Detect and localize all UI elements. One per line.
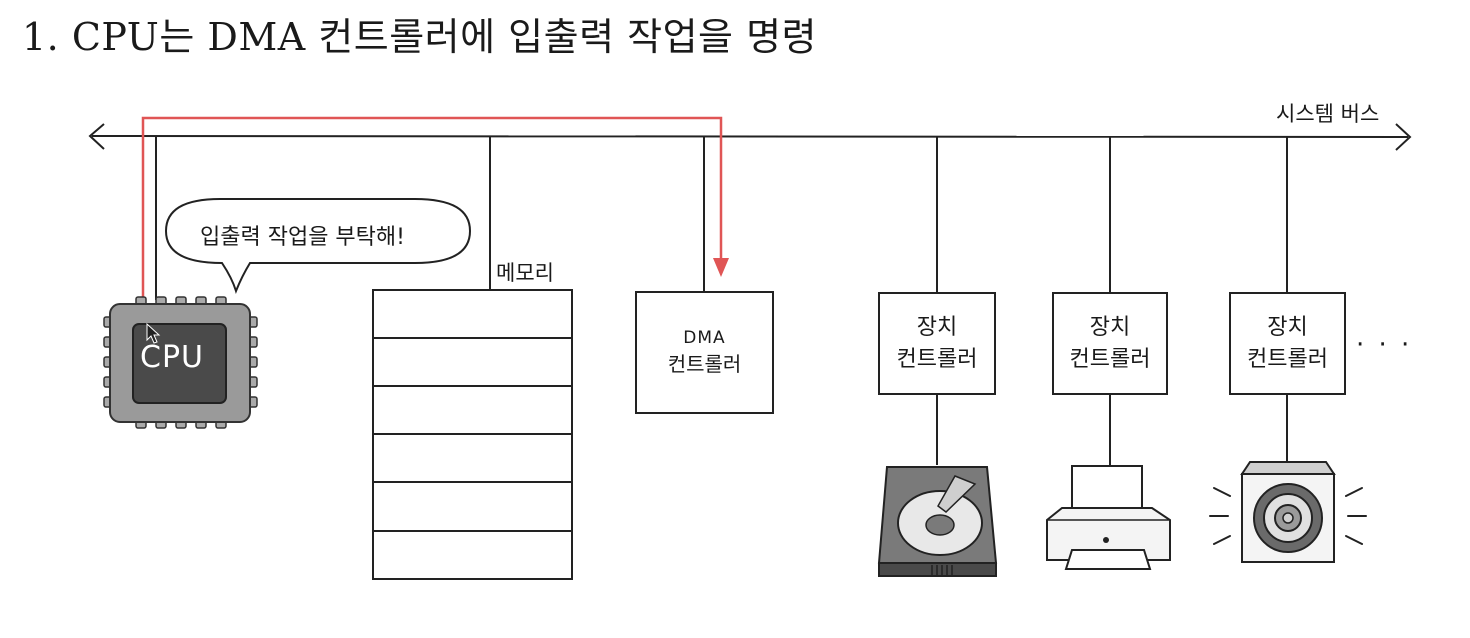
system-bus xyxy=(88,123,1412,151)
speech-bubble xyxy=(164,198,472,294)
command-arrowhead xyxy=(713,258,729,277)
speech-bubble-text: 입출력 작업을 부탁해! xyxy=(200,225,405,250)
more-devices-indicator: · · · xyxy=(1356,330,1413,360)
device-controller-1: 장치 컨트롤러 xyxy=(878,292,996,395)
device-controller-line2: 컨트롤러 xyxy=(896,346,978,372)
memory-label: 메모리 xyxy=(496,261,554,285)
device-controller-2: 장치 컨트롤러 xyxy=(1052,292,1168,395)
hard-disk-icon xyxy=(877,466,998,577)
sound-waves xyxy=(1209,487,1367,545)
dma-controller-line2: 컨트롤러 xyxy=(667,352,742,377)
mouse-pointer-icon xyxy=(146,322,161,344)
device-controller-line1: 장치 xyxy=(1267,314,1308,340)
bus-right-arrowhead xyxy=(1395,123,1412,151)
speaker-icon xyxy=(1209,461,1367,563)
device-controller-line2: 컨트롤러 xyxy=(1069,346,1151,372)
cpu-chip xyxy=(103,296,258,429)
device-controller-3: 장치 컨트롤러 xyxy=(1229,292,1346,395)
cpu-label: CPU xyxy=(140,340,204,375)
device-controller-line2: 컨트롤러 xyxy=(1247,346,1328,372)
bus-connectors xyxy=(155,137,1288,470)
dma-controller-line1: DMA xyxy=(683,327,726,348)
printer-icon xyxy=(1046,465,1171,570)
device-controller-line1: 장치 xyxy=(1089,314,1131,340)
device-controller-line1: 장치 xyxy=(916,314,958,340)
page-title: 1. CPU는 DMA 컨트롤러에 입출력 작업을 명령 xyxy=(22,15,817,59)
bus-left-arrowhead xyxy=(88,123,105,150)
system-bus-label: 시스템 버스 xyxy=(1276,102,1380,126)
dma-controller-box: DMA 컨트롤러 xyxy=(635,291,774,414)
memory-block xyxy=(372,289,573,580)
command-arrow xyxy=(141,116,729,300)
